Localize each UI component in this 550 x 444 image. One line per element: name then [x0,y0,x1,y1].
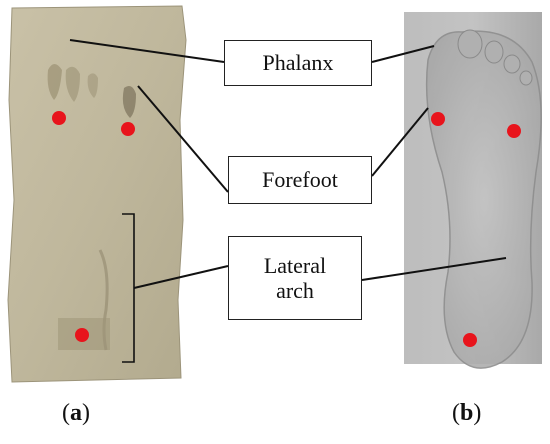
marker-dot [121,122,135,136]
leader-phalanx-b [371,45,435,63]
label-forefoot: Forefoot [228,156,372,204]
toe-print [457,29,483,59]
toe-print [503,54,521,74]
marker-dot [507,124,521,138]
toe-print [484,40,504,64]
marker-dot [431,112,445,126]
caption-a: (a) [62,400,90,426]
marker-dot [75,328,89,342]
leader-lines [69,39,507,289]
panel-b-insole-scan [404,12,542,369]
leader-forefoot-b [371,107,429,177]
marker-dot [463,333,477,347]
marker-dot [52,111,66,125]
caption-b-letter: b [460,400,474,426]
foot-outline [425,30,542,369]
toe-impression [87,73,98,98]
caption-b: (b) [452,400,482,426]
panel-a-clay-impression [7,5,187,383]
label-lateral-arch: Lateral arch [228,236,362,320]
toe-impression [122,86,136,118]
caption-a-letter: a [70,400,82,426]
leader-forefoot-a [137,85,229,193]
clay-block [7,5,187,383]
leader-phalanx-a [69,39,225,63]
markers [52,111,521,347]
label-lateral-arch-line2: arch [276,278,314,303]
toe-impression [47,64,62,100]
leader-lateral-arch-a [133,265,229,289]
label-lateral-arch-line1: Lateral [263,252,327,278]
label-phalanx-text: Phalanx [262,50,334,76]
label-phalanx: Phalanx [224,40,372,86]
label-forefoot-text: Forefoot [262,167,338,193]
leader-lateral-arch-b [361,257,507,281]
toe-print [519,70,533,86]
toe-impression [65,66,80,102]
